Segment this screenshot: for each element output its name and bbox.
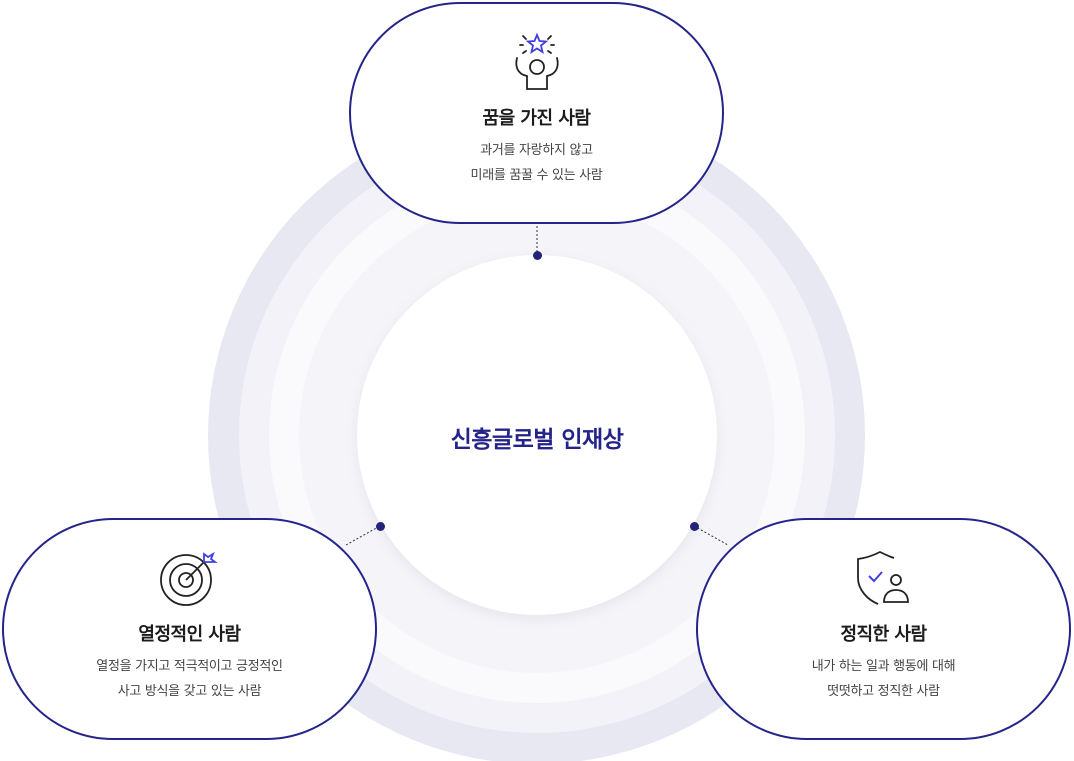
desc-line: 떳떳하고 정직한 사람 <box>827 684 940 699</box>
card-title: 열정적인 사람 <box>138 624 241 645</box>
card-description: 과거를 자랑하지 않고 미래를 꿈꿀 수 있는 사람 <box>351 138 722 188</box>
dot-right <box>690 522 699 531</box>
person-star-icon <box>514 32 559 90</box>
card-honest: 정직한 사람 내가 하는 일과 행동에 대해 떳떳하고 정직한 사람 <box>696 518 1071 740</box>
connector-left <box>345 525 381 546</box>
inner-circle <box>357 255 717 615</box>
card-description: 내가 하는 일과 행동에 대해 떳떳하고 정직한 사람 <box>698 654 1069 704</box>
card-passion: 열정적인 사람 열정을 가지고 적극적이고 긍정적인 사고 방식을 갖고 있는 … <box>2 518 377 740</box>
desc-line: 과거를 자랑하지 않고 <box>480 143 593 158</box>
dot-left <box>376 522 385 531</box>
card-title: 정직한 사람 <box>840 624 927 645</box>
desc-line: 사고 방식을 갖고 있는 사람 <box>117 684 262 699</box>
desc-line: 미래를 꿈꿀 수 있는 사람 <box>470 168 603 183</box>
card-dream: 꿈을 가진 사람 과거를 자랑하지 않고 미래를 꿈꿀 수 있는 사람 <box>349 2 724 224</box>
shield-person-check-icon <box>856 550 909 605</box>
card-title: 꿈을 가진 사람 <box>482 108 591 129</box>
center-title: 신흥글로벌 인재상 <box>450 427 624 453</box>
desc-line: 열정을 가지고 적극적이고 긍정적인 <box>96 659 283 674</box>
desc-line: 내가 하는 일과 행동에 대해 <box>811 659 956 674</box>
target-arrow-icon <box>159 551 218 606</box>
card-description: 열정을 가지고 적극적이고 긍정적인 사고 방식을 갖고 있는 사람 <box>4 654 375 704</box>
connector-right <box>693 525 729 546</box>
dot-top <box>533 251 542 260</box>
